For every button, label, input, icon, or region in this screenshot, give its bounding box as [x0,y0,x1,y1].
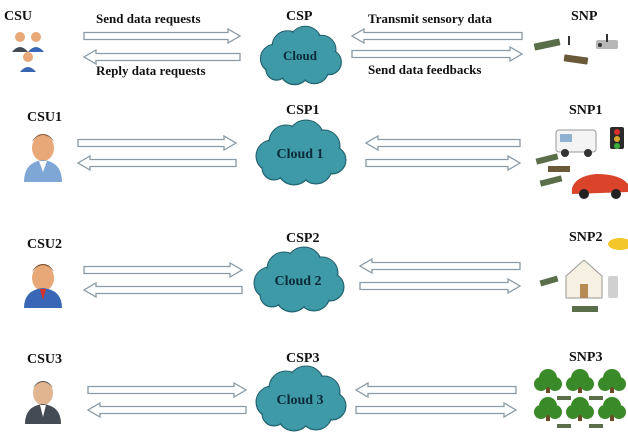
user-manager-icon [24,264,62,308]
csu2-label: CSU2 [27,237,63,252]
csp-legend-label: CSP [286,9,313,24]
cloud-icon: Cloud [259,25,342,86]
arrow-row3-csu-right [87,381,248,399]
csu-legend-label: CSU [4,9,33,24]
csp3-label: CSP3 [286,351,320,366]
reply-requests-label: Reply data requests [96,63,206,78]
cloud-3-icon: Cloud 3 [255,365,347,432]
csu1-label: CSU1 [27,110,63,125]
csu3-label: CSU3 [27,352,63,367]
snp-legend-label: SNP [571,9,598,24]
cloud-label: Cloud [283,48,318,63]
snp2-label: SNP2 [569,230,603,245]
transmit-label: Transmit sensory data [368,11,492,26]
arrow-row3-csu-left [86,401,247,419]
arrow-transmit [350,27,523,45]
cloud-1-label: Cloud 1 [276,147,323,162]
arrow-row3-snp-right [355,401,518,419]
arrow-row3-snp-left [354,381,517,399]
arrow-row1-csu-right [77,134,238,152]
cloud-3-label: Cloud 3 [276,393,323,408]
arrow-row1-snp-left [364,134,521,152]
arrow-row2-snp-left [358,257,521,275]
arrow-row2-snp-right [359,277,522,295]
feedback-label: Send data feedbacks [368,62,482,77]
arrow-row2-csu-right [83,261,244,279]
cloud-2-label: Cloud 2 [274,274,321,289]
sensor-nodes-icon [533,34,618,65]
arrow-row2-csu-left [82,281,243,299]
arrow-row1-snp-right [365,154,522,172]
vehicle-sensors-icon [535,127,628,199]
arrow-send-requests [83,27,242,45]
arrow-row1-csu-left [76,154,237,172]
user-icon [24,134,62,182]
csp2-label: CSP2 [286,231,320,246]
send-requests-label: Send data requests [96,11,201,26]
arrow-feedback [351,45,524,63]
user-business-icon [25,381,61,424]
home-sensors-icon [539,238,628,312]
user-group-icon [12,32,44,72]
snp3-label: SNP3 [569,350,603,365]
csp1-label: CSP1 [286,103,320,118]
forest-sensors-icon [534,369,626,428]
snp1-label: SNP1 [569,103,603,118]
cloud-2-icon: Cloud 2 [253,246,345,313]
arrow-reply-requests [82,48,241,66]
cloud-1-icon: Cloud 1 [255,119,347,186]
